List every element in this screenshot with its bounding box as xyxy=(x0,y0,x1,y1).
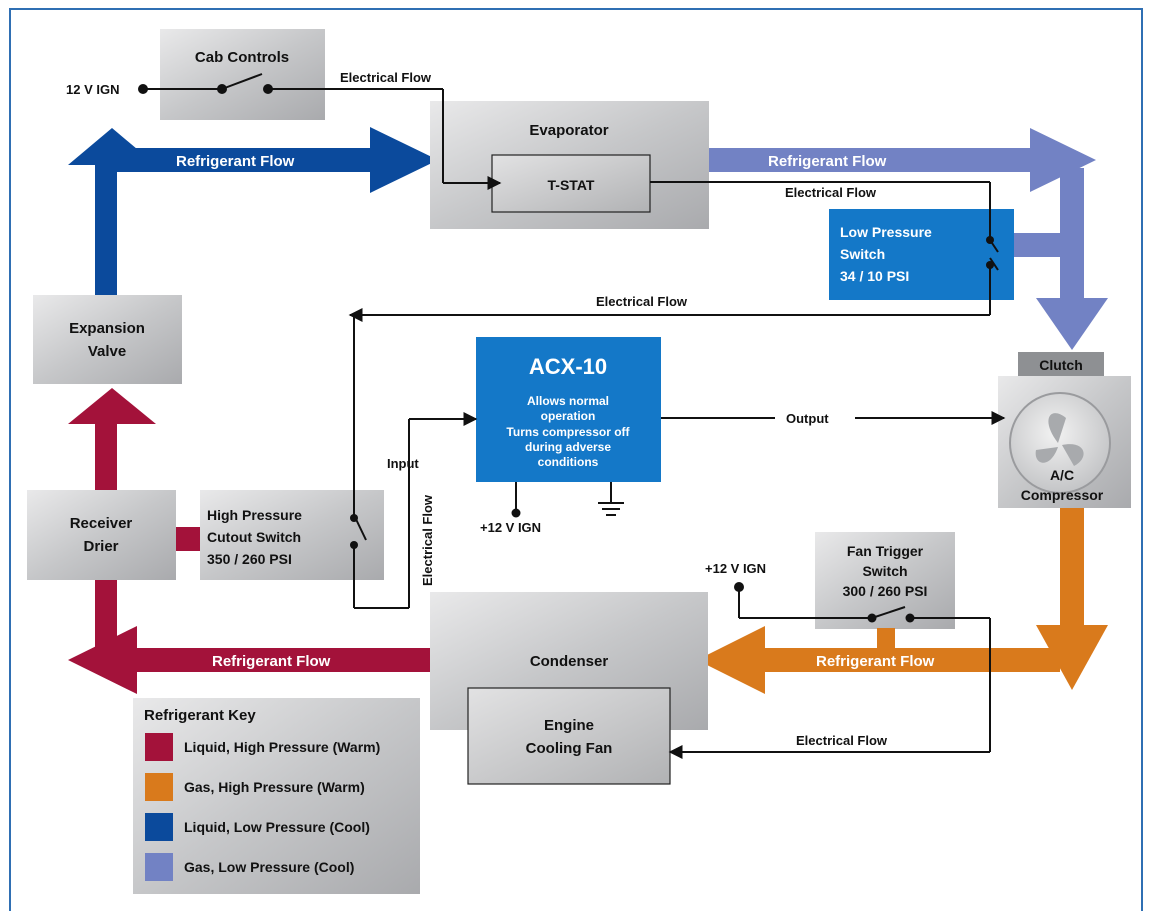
electrical-flow-label-vertical: Electrical Flow xyxy=(420,494,435,586)
fan-trigger-label-3: 300 / 260 PSI xyxy=(843,583,928,599)
refrigerant-key: Refrigerant Key Liquid, High Pressure (W… xyxy=(133,698,420,894)
refrigerant-flow-label-bottom-right: Refrigerant Flow xyxy=(816,653,935,670)
refrigerant-arrow-liquid-high xyxy=(68,388,430,694)
lp-label-2: Switch xyxy=(840,246,885,262)
refrigerant-arrow-gas-high xyxy=(697,508,1108,694)
hp-label-2: Cutout Switch xyxy=(207,529,301,545)
condenser-label: Condenser xyxy=(530,653,609,670)
ign-plus12-fan-label: +12 V IGN xyxy=(705,561,766,576)
acx-line-1: Allows normal xyxy=(527,394,609,408)
high-pressure-switch-box: High Pressure Cutout Switch 350 / 260 PS… xyxy=(200,490,384,580)
electrical-flow-label-1: Electrical Flow xyxy=(340,70,432,85)
receiver-label-1: Receiver xyxy=(70,515,133,532)
electrical-wiring xyxy=(143,73,1006,759)
fan-label-1: Engine xyxy=(544,717,594,734)
ign-plus12-bottom-label: +12 V IGN xyxy=(480,520,541,535)
acx10-module: ACX-10 Allows normal operation Turns com… xyxy=(476,337,661,482)
clutch-box xyxy=(1018,352,1104,376)
input-label: Input xyxy=(387,456,419,471)
acx-line-3: Turns compressor off xyxy=(506,425,630,439)
acx-title: ACX-10 xyxy=(529,354,607,379)
ign-12v-label: 12 V IGN xyxy=(66,82,119,97)
evaporator-label: Evaporator xyxy=(529,122,608,139)
hp-label-3: 350 / 260 PSI xyxy=(207,551,292,567)
electrical-flow-label-4: Electrical Flow xyxy=(796,733,888,748)
key-label-liquid-high: Liquid, High Pressure (Warm) xyxy=(184,739,380,755)
key-title: Refrigerant Key xyxy=(144,707,256,724)
acx-line-4: during adverse xyxy=(525,440,611,454)
acx-line-2: operation xyxy=(541,409,596,423)
receiver-label-2: Drier xyxy=(83,538,118,555)
engine-cooling-fan-box: Engine Cooling Fan xyxy=(467,687,671,785)
evaporator-box: Evaporator T-STAT xyxy=(430,101,709,229)
key-label-gas-low: Gas, Low Pressure (Cool) xyxy=(184,859,354,875)
clutch-label: Clutch xyxy=(1039,357,1083,373)
expansion-valve-box: Expansion Valve xyxy=(33,295,182,384)
receiver-drier-box: Receiver Drier xyxy=(27,490,176,580)
cab-controls-label: Cab Controls xyxy=(195,49,289,66)
key-item-liquid-high: Liquid, High Pressure (Warm) xyxy=(145,733,380,761)
fan-trigger-label-2: Switch xyxy=(862,563,907,579)
key-label-gas-high: Gas, High Pressure (Warm) xyxy=(184,779,365,795)
tstat-box xyxy=(491,154,651,213)
tstat-label: T-STAT xyxy=(548,177,595,193)
electrical-flow-label-3: Electrical Flow xyxy=(596,294,688,309)
refrigerant-arrow-gas-low xyxy=(708,128,1108,350)
key-item-gas-high: Gas, High Pressure (Warm) xyxy=(145,773,365,801)
key-label-liquid-low: Liquid, Low Pressure (Cool) xyxy=(184,819,370,835)
fan-trigger-connector xyxy=(877,628,895,650)
wire-terminals xyxy=(138,84,994,623)
expansion-label-1: Expansion xyxy=(69,320,145,337)
key-item-liquid-low: Liquid, Low Pressure (Cool) xyxy=(145,813,370,841)
acx-line-5: conditions xyxy=(538,455,599,469)
fan-trigger-label-1: Fan Trigger xyxy=(847,543,924,559)
cab-controls-box: Cab Controls xyxy=(160,29,325,120)
compressor-label-1: A/C xyxy=(1050,467,1074,483)
hp-label-1: High Pressure xyxy=(207,507,302,523)
ac-compressor: Clutch A/C Compressor xyxy=(998,352,1131,508)
electrical-flow-label-2: Electrical Flow xyxy=(785,185,877,200)
lp-label-1: Low Pressure xyxy=(840,224,932,240)
output-label: Output xyxy=(786,411,829,426)
compressor-fan-icon xyxy=(1009,392,1111,494)
refrigerant-arrow-liquid-low xyxy=(68,127,438,295)
fan-trigger-switch-box: Fan Trigger Switch 300 / 260 PSI xyxy=(815,532,955,650)
expansion-label-2: Valve xyxy=(88,343,126,360)
low-pressure-switch-box: Low Pressure Switch 34 / 10 PSI xyxy=(829,209,1014,300)
compressor-label-2: Compressor xyxy=(1021,487,1104,503)
refrigerant-flow-label-top-right: Refrigerant Flow xyxy=(768,153,887,170)
diagram-frame xyxy=(9,8,1143,911)
refrigerant-flow-label-bottom-left: Refrigerant Flow xyxy=(212,653,331,670)
key-item-gas-low: Gas, Low Pressure (Cool) xyxy=(145,853,354,881)
refrigerant-flow-label-top-left: Refrigerant Flow xyxy=(176,153,295,170)
lp-label-3: 34 / 10 PSI xyxy=(840,268,909,284)
fan-label-2: Cooling Fan xyxy=(526,740,613,757)
